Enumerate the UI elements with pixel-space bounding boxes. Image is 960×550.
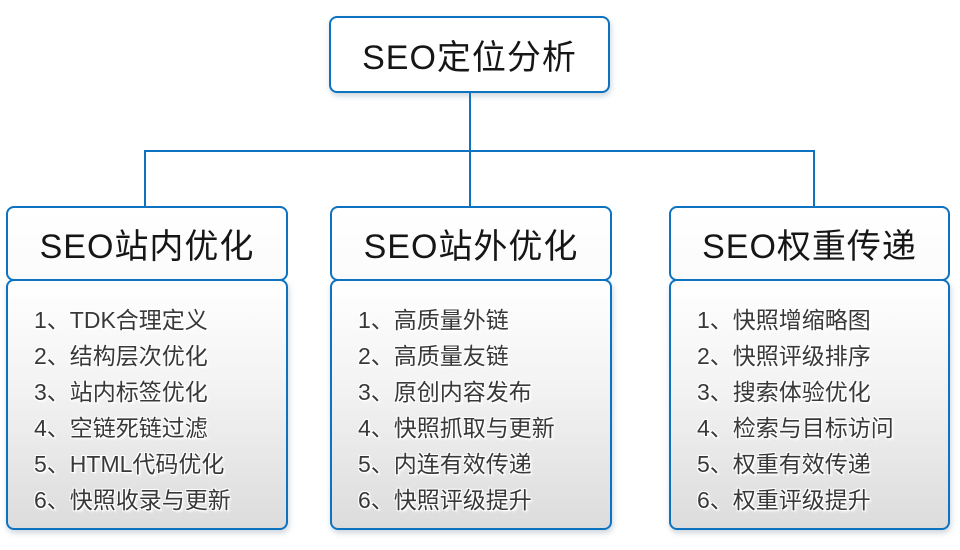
root-node: SEO定位分析	[329, 16, 610, 93]
connector-root-stem	[469, 92, 471, 152]
column-weight-header: SEO权重传递	[669, 206, 950, 281]
column-weight-title: SEO权重传递	[702, 228, 917, 266]
column-offsite-list: 1、高质量外链 2、高质量友链 3、原创内容发布 4、快照抓取与更新 5、内连有…	[330, 279, 612, 530]
list-item: 6、快照评级提升	[358, 487, 532, 513]
column-weight: SEO权重传递 1、快照增缩略图 2、快照评级排序 3、搜索体验优化 4、检索与…	[669, 206, 950, 530]
list-item: 2、结构层次优化	[34, 343, 208, 369]
list-item: 1、快照增缩略图	[697, 307, 871, 333]
column-onsite: SEO站内优化 1、TDK合理定义 2、结构层次优化 3、站内标签优化 4、空链…	[6, 206, 288, 530]
list-item: 3、站内标签优化	[34, 379, 208, 405]
list-item: 1、TDK合理定义	[34, 307, 208, 333]
list-item: 5、HTML代码优化	[34, 451, 225, 477]
connector-crossbar	[144, 150, 815, 152]
column-offsite-header: SEO站外优化	[330, 206, 612, 281]
list-item: 4、空链死链过滤	[34, 415, 208, 441]
list-item: 2、快照评级排序	[697, 343, 871, 369]
list-item: 4、检索与目标访问	[697, 415, 894, 441]
column-onsite-list: 1、TDK合理定义 2、结构层次优化 3、站内标签优化 4、空链死链过滤 5、H…	[6, 279, 288, 530]
connector-drop-right	[813, 150, 815, 208]
column-offsite: SEO站外优化 1、高质量外链 2、高质量友链 3、原创内容发布 4、快照抓取与…	[330, 206, 612, 530]
column-offsite-title: SEO站外优化	[363, 228, 579, 266]
list-item: 5、权重有效传递	[697, 451, 871, 477]
connector-drop-center	[469, 150, 471, 208]
column-weight-list: 1、快照增缩略图 2、快照评级排序 3、搜索体验优化 4、检索与目标访问 5、权…	[669, 279, 950, 530]
list-item: 1、高质量外链	[358, 307, 509, 333]
list-item: 5、内连有效传递	[358, 451, 532, 477]
list-item: 6、权重评级提升	[697, 487, 871, 513]
list-item: 3、原创内容发布	[358, 379, 532, 405]
column-onsite-title: SEO站内优化	[39, 228, 255, 266]
root-node-title: SEO定位分析	[362, 39, 577, 77]
connector-drop-left	[144, 150, 146, 208]
column-onsite-header: SEO站内优化	[6, 206, 288, 281]
list-item: 3、搜索体验优化	[697, 379, 871, 405]
list-item: 2、高质量友链	[358, 343, 509, 369]
list-item: 6、快照收录与更新	[34, 487, 231, 513]
list-item: 4、快照抓取与更新	[358, 415, 555, 441]
